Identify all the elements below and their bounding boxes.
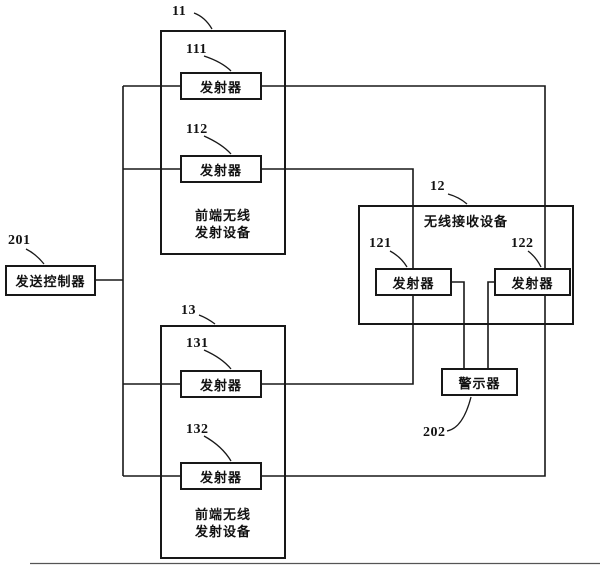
transmitter-112-box: 发射器 (180, 155, 262, 183)
frontend-device-11-caption: 前端无线 发射设备 (160, 207, 286, 241)
controller-box: 发送控制器 (5, 265, 96, 296)
ref-label-112: 112 (186, 122, 208, 137)
ref-label-201: 201 (8, 233, 31, 248)
ref-label-12: 12 (430, 179, 445, 194)
frontend-device-11-caption-line1: 前端无线 (194, 208, 251, 223)
receiver-unit-122-box: 发射器 (494, 268, 571, 296)
frontend-device-13-caption: 前端无线 发射设备 (160, 506, 286, 540)
ref-label-13: 13 (181, 303, 196, 318)
ref-label-11: 11 (172, 4, 187, 19)
transmitter-131-box: 发射器 (180, 370, 262, 398)
ref-label-111: 111 (186, 42, 207, 57)
ref-label-132: 132 (186, 422, 209, 437)
alarm-box: 警示器 (441, 368, 518, 396)
ref-label-202: 202 (423, 425, 446, 440)
frontend-device-11-caption-line2: 发射设备 (194, 225, 251, 240)
transmitter-111-box: 发射器 (180, 72, 262, 100)
ref-label-122: 122 (511, 236, 534, 251)
ref-label-121: 121 (369, 236, 392, 251)
ref-label-131: 131 (186, 336, 209, 351)
receiver-device-12-caption: 无线接收设备 (423, 214, 508, 229)
frontend-device-13-caption-line2: 发射设备 (194, 524, 251, 539)
frontend-device-13-caption-line1: 前端无线 (194, 507, 251, 522)
receiver-unit-121-box: 发射器 (375, 268, 452, 296)
transmitter-132-box: 发射器 (180, 462, 262, 490)
